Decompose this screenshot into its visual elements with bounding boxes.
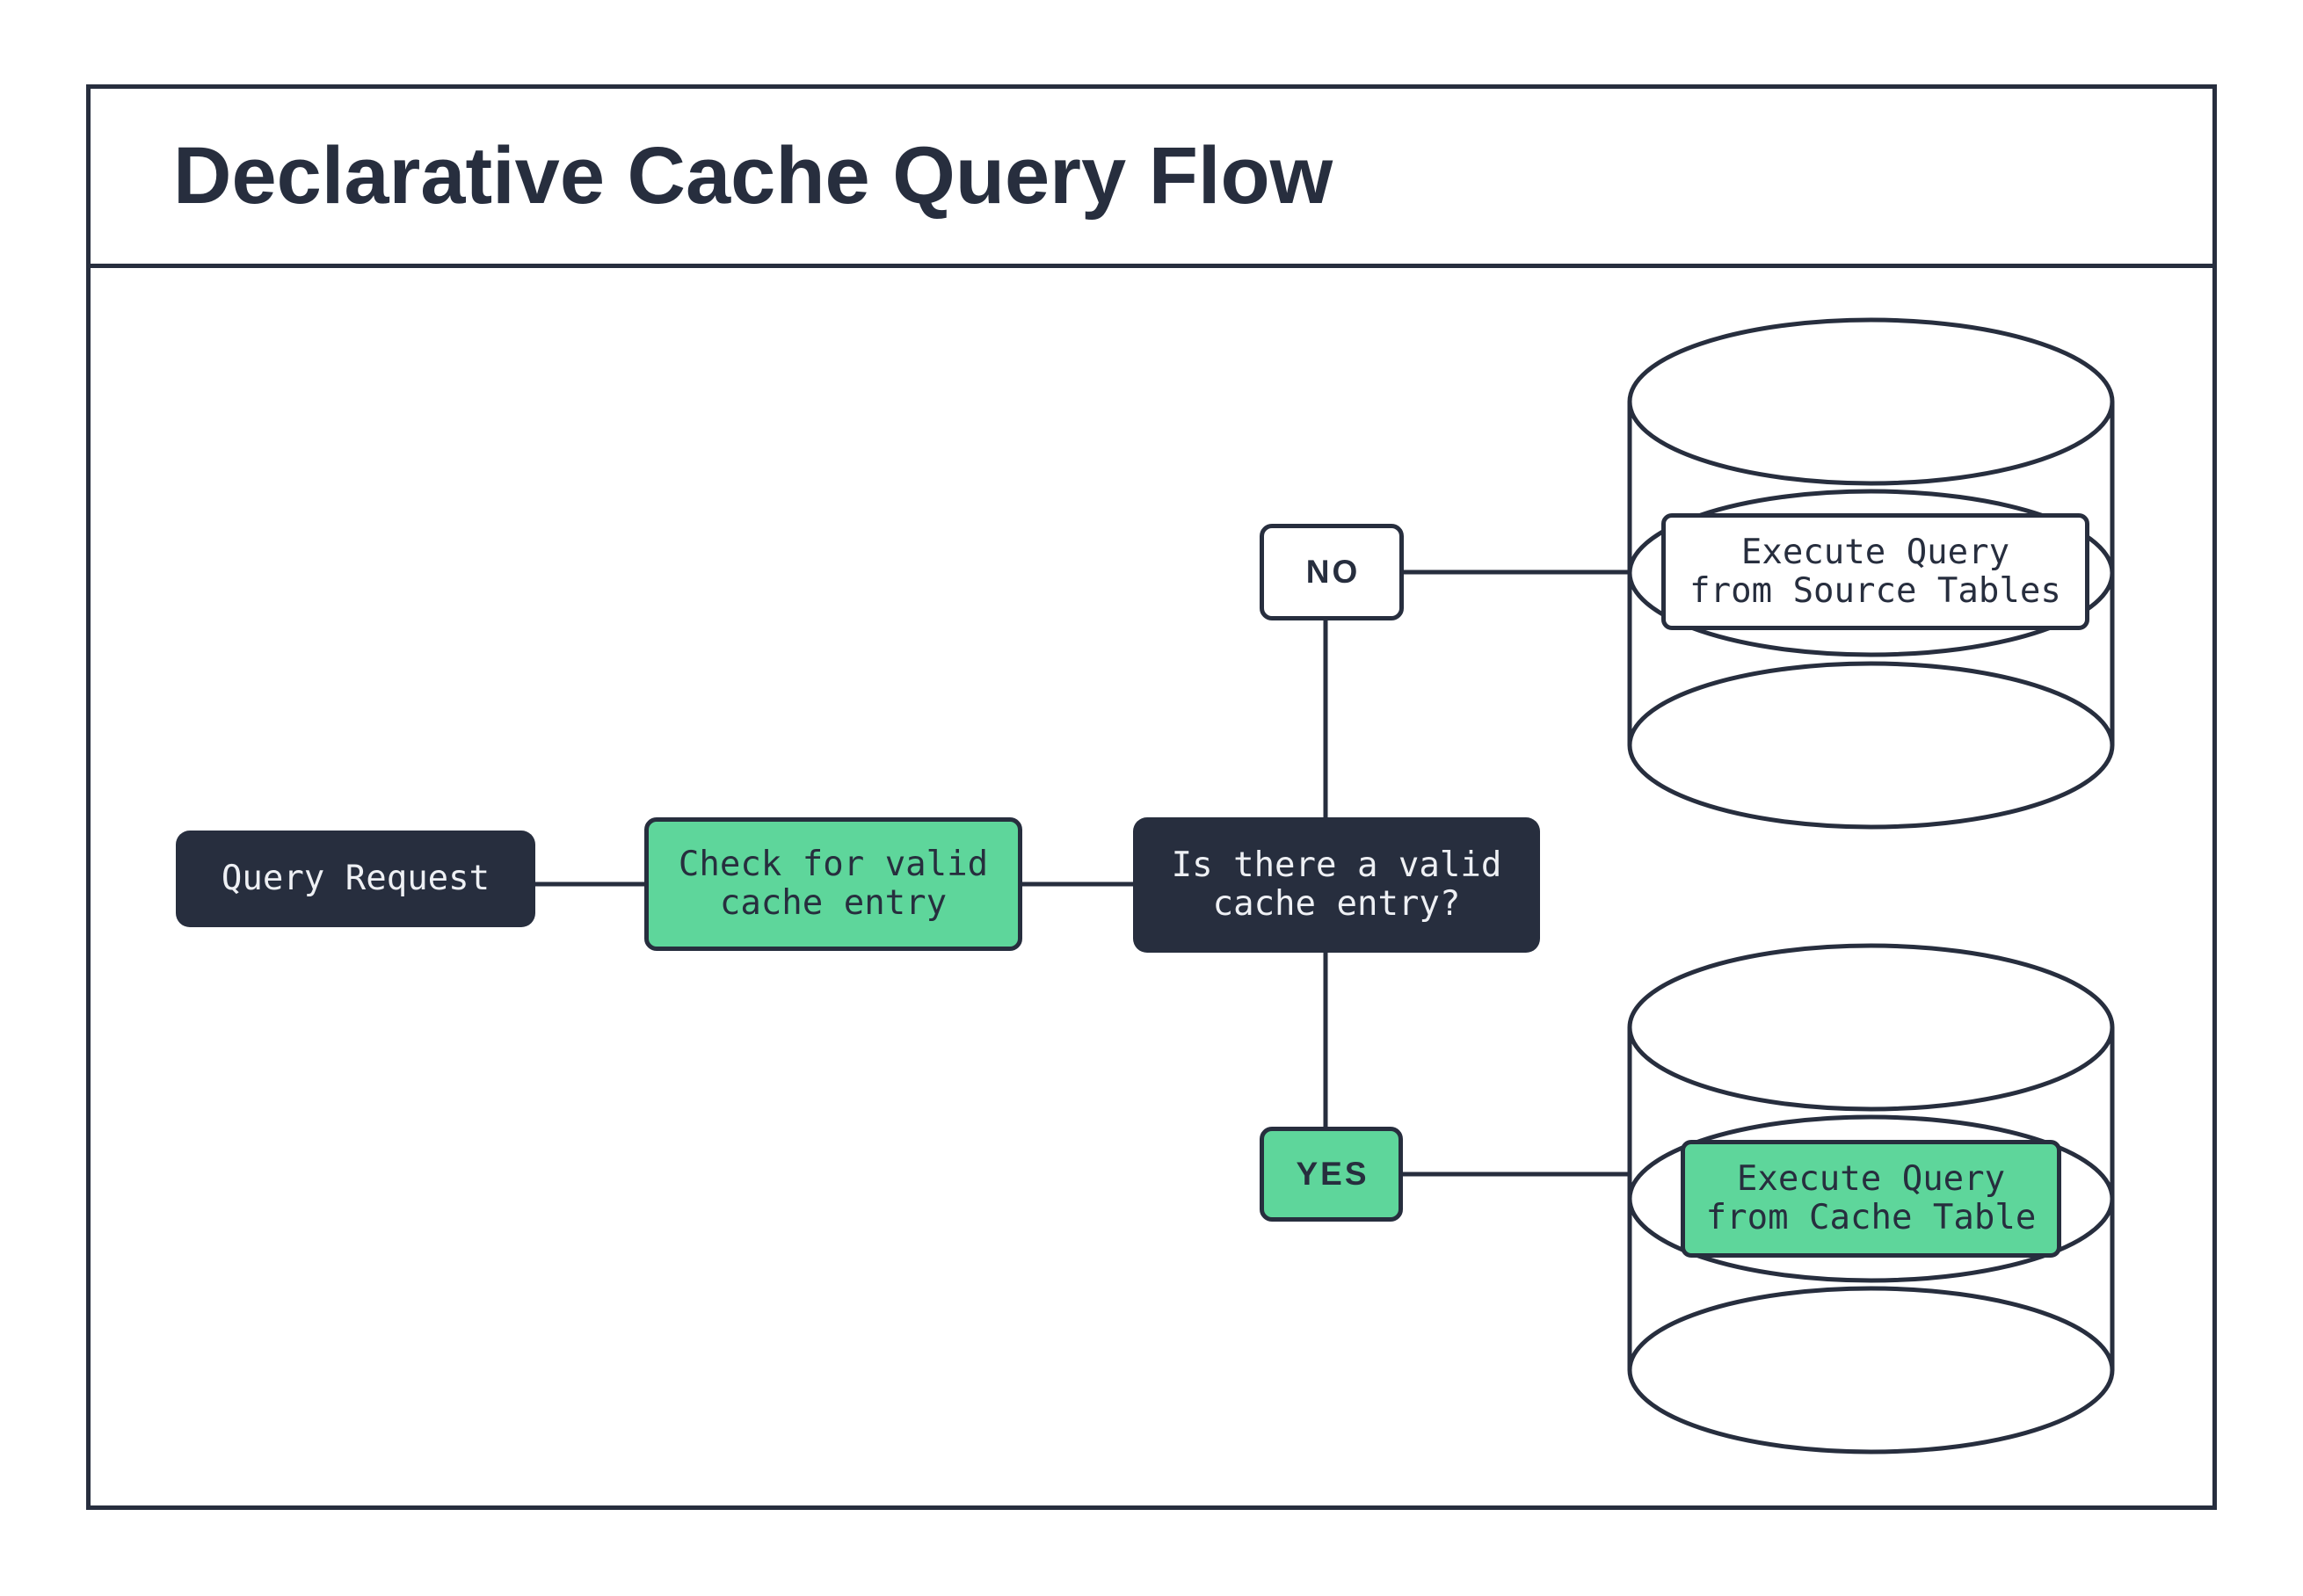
- node-decision-valid-cache: Is there a valid cache entry?: [1133, 817, 1540, 953]
- cylinder-disc: [1627, 1286, 2115, 1455]
- connector-lines: [535, 569, 1630, 1177]
- edge-label-yes: YES: [1260, 1127, 1403, 1222]
- node-execute-query-cache-table: Execute Query from Cache Table: [1681, 1140, 2061, 1258]
- source-database-cylinder-icon: [1627, 317, 2115, 830]
- cylinder-disc: [1627, 943, 2115, 1112]
- node-check-cache: Check for valid cache entry: [644, 817, 1022, 951]
- cylinder-disc: [1627, 489, 2115, 657]
- edge-label-no: NO: [1260, 524, 1404, 620]
- cylinder-disc: [1627, 661, 2115, 830]
- node-query-request: Query Request: [176, 831, 535, 927]
- page-title: Declarative Cache Query Flow: [173, 131, 1333, 221]
- cylinder-disc: [1627, 317, 2115, 486]
- node-execute-query-source-tables: Execute Query from Source Tables: [1661, 513, 2089, 630]
- title-bar: Declarative Cache Query Flow: [91, 89, 2212, 268]
- cylinder-disc: [1627, 1114, 2115, 1283]
- cache-database-cylinder-icon: [1627, 943, 2115, 1455]
